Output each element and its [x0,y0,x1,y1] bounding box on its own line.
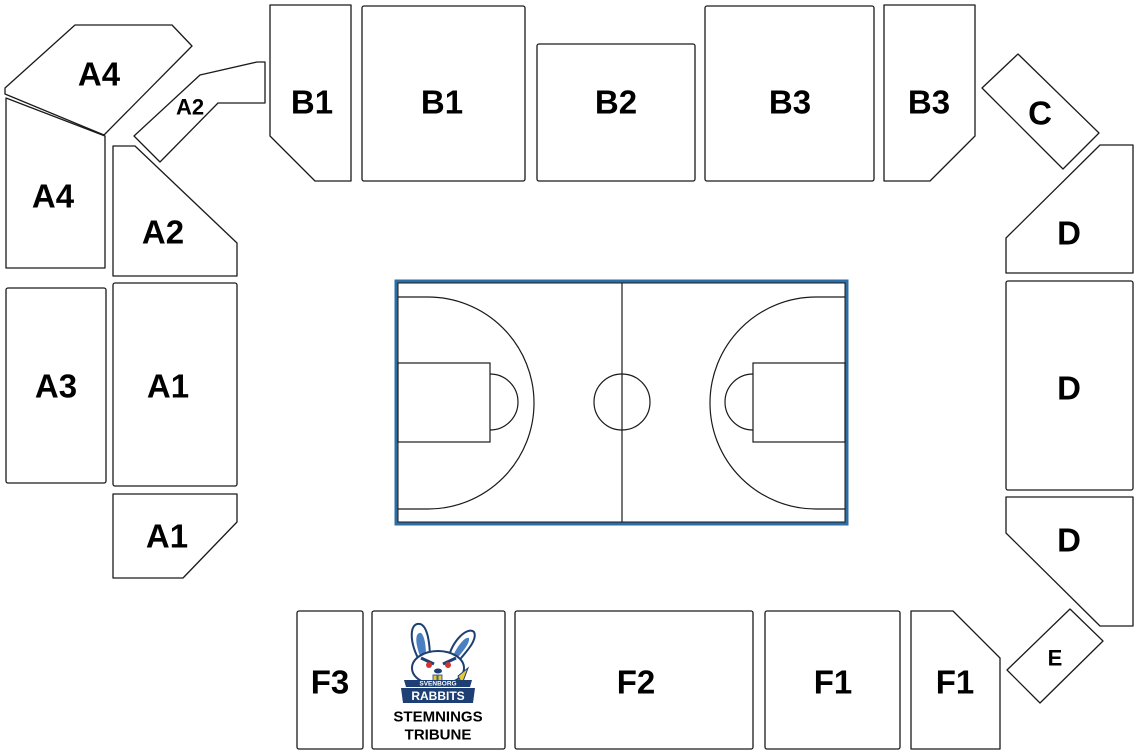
section-d-top-label: D [1057,215,1081,252]
section-a3[interactable]: A3 [5,287,107,484]
section-c[interactable]: C [981,53,1100,170]
section-a2-left-label: A2 [142,214,184,251]
section-a1-main-label: A1 [147,368,189,405]
section-f2-label: F2 [617,664,656,701]
section-f1-small[interactable]: F1 [910,610,1001,750]
left-three-point-line [398,296,535,510]
section-f1-small-label: F1 [936,664,975,701]
center-circle [593,373,651,431]
section-a4-left[interactable]: A4 [5,97,106,269]
section-f3-label: F3 [311,664,350,701]
left-key [397,362,491,443]
section-d-mid[interactable]: D [1005,280,1134,491]
stemnings-line2: TRIBUNE [405,727,472,744]
section-e[interactable]: E [1006,608,1104,704]
section-b1-main-label: B1 [421,84,463,121]
section-b1-main[interactable]: B1 [361,5,526,182]
section-f1-main-label: F1 [814,664,853,701]
section-e-label: E [1048,646,1063,671]
rabbits-logo: SVENBORG RABBITS [401,622,476,703]
section-b3-main[interactable]: B3 [704,5,875,182]
section-a2-left[interactable]: A2 [112,145,238,277]
section-a4-top-label: A4 [78,56,121,93]
section-b2[interactable]: B2 [536,43,696,182]
section-d-bottom-label: D [1057,522,1081,559]
right-key [752,362,846,443]
logo-main-text: RABBITS [411,689,464,703]
logo-top-text: SVENBORG [419,681,456,688]
section-a2-top[interactable]: A2 [133,61,266,163]
section-a1-bottom[interactable]: A1 [112,493,238,579]
section-d-mid-label: D [1057,370,1081,407]
section-a4-left-label: A4 [32,178,75,215]
section-d-top[interactable]: D [1005,144,1134,274]
right-three-point-line [709,296,845,510]
section-a2-top-label: A2 [176,95,204,120]
section-b3-small[interactable]: B3 [883,4,976,182]
basketball-court [394,279,849,526]
section-b3-small-label: B3 [908,84,950,121]
section-f1-main[interactable]: F1 [764,610,901,750]
section-c-label: C [1028,95,1052,132]
right-free-throw-arc [724,373,754,431]
section-a1-bottom-label: A1 [146,518,188,555]
section-a1-main[interactable]: A1 [112,282,238,487]
section-b2-label: B2 [595,84,637,121]
section-b3-main-label: B3 [769,84,811,121]
left-free-throw-arc [489,373,519,431]
section-d-bottom[interactable]: D [1005,496,1134,627]
section-b1-small-label: B1 [291,84,333,121]
section-a4-top[interactable]: A4 [4,24,193,136]
section-f2[interactable]: F2 [514,610,754,750]
section-f3[interactable]: F3 [296,610,364,750]
section-b1-small[interactable]: B1 [269,4,352,182]
section-a3-label: A3 [35,368,77,405]
stemnings-line1: STEMNINGS [393,709,482,726]
